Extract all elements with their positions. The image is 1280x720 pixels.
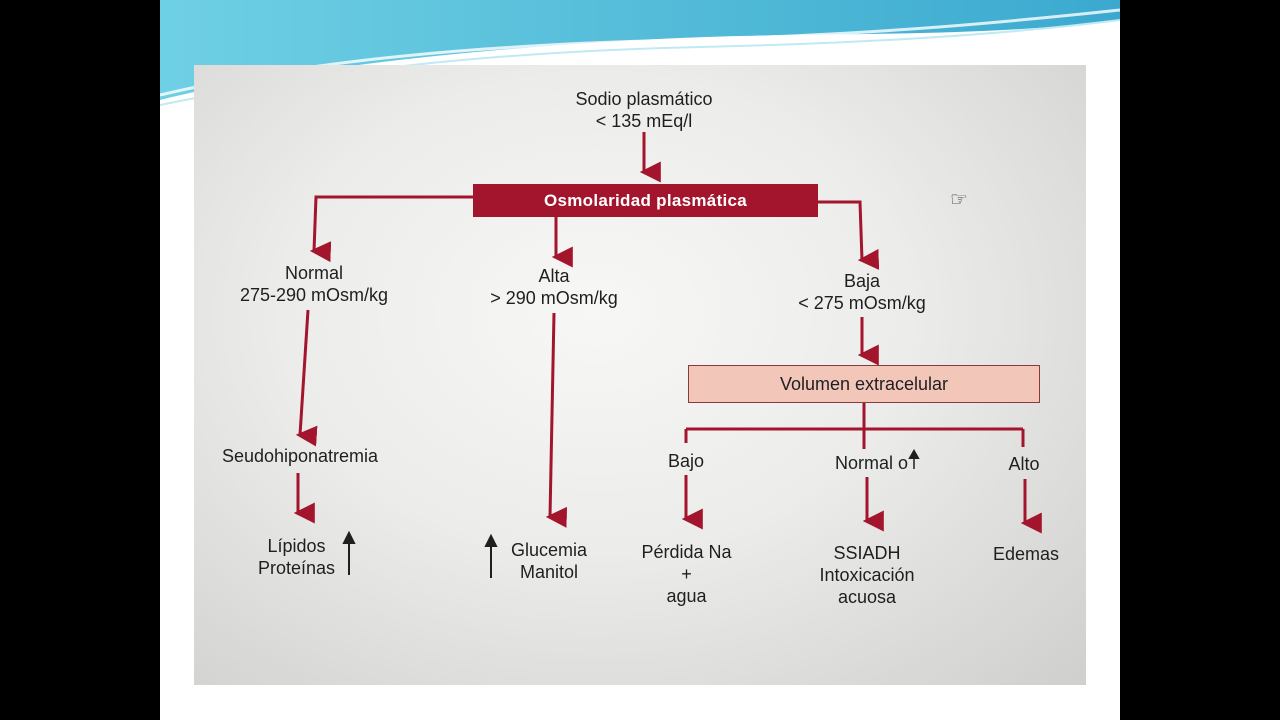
arrow-to-normal bbox=[314, 197, 474, 251]
perdida-line2: + bbox=[624, 563, 749, 585]
alta-line2: > 290 mOsm/kg bbox=[464, 287, 644, 309]
hand-pointer-icon: ☞ bbox=[950, 187, 968, 212]
vol-bajo-label: Bajo bbox=[654, 450, 718, 472]
baja-line2: < 275 mOsm/kg bbox=[772, 292, 952, 314]
edemas-node: Edemas bbox=[978, 543, 1074, 565]
ssiadh-line2: Intoxicación bbox=[804, 564, 930, 586]
root-node: Sodio plasmático < 135 mEq/l bbox=[549, 88, 739, 132]
alta-node: Alta > 290 mOsm/kg bbox=[464, 265, 644, 309]
perdida-line1: Pérdida Na bbox=[624, 541, 749, 563]
seudo-node: Seudohiponatremia bbox=[200, 445, 400, 467]
normal-line2: 275-290 mOsm/kg bbox=[214, 284, 414, 306]
perdida-line3: agua bbox=[624, 585, 749, 607]
normal-line1: Normal bbox=[214, 262, 414, 284]
normal-node: Normal 275-290 mOsm/kg bbox=[214, 262, 414, 306]
arrow-normal-seudo bbox=[300, 310, 308, 435]
up-arrow-icon bbox=[910, 451, 918, 469]
arrow-to-baja bbox=[816, 202, 862, 260]
glucemia-line1: Glucemia bbox=[494, 539, 604, 561]
glucemia-node: Glucemia Manitol bbox=[494, 539, 604, 583]
root-line2: < 135 mEq/l bbox=[549, 110, 739, 132]
root-line1: Sodio plasmático bbox=[549, 88, 739, 110]
arrow-alta-glucemia bbox=[550, 313, 554, 517]
lipidos-line1: Lípidos bbox=[234, 535, 359, 557]
volumen-box: Volumen extracelular bbox=[688, 365, 1040, 403]
vol-normal-label: Normal o bbox=[806, 452, 908, 474]
lipidos-line2: Proteínas bbox=[234, 557, 359, 579]
ssiadh-line1: SSIADH bbox=[804, 542, 930, 564]
ssiadh-node: SSIADH Intoxicación acuosa bbox=[804, 542, 930, 608]
perdida-node: Pérdida Na + agua bbox=[624, 541, 749, 607]
vol-alto-label: Alto bbox=[994, 453, 1054, 475]
osmolaridad-box: Osmolaridad plasmática bbox=[473, 184, 818, 217]
baja-node: Baja < 275 mOsm/kg bbox=[772, 270, 952, 314]
ssiadh-line3: acuosa bbox=[804, 586, 930, 608]
lipidos-node: Lípidos Proteínas bbox=[234, 535, 359, 579]
baja-line1: Baja bbox=[772, 270, 952, 292]
diagram-photo: Sodio plasmático < 135 mEq/l Osmolaridad… bbox=[194, 65, 1086, 685]
alta-line1: Alta bbox=[464, 265, 644, 287]
glucemia-line2: Manitol bbox=[494, 561, 604, 583]
